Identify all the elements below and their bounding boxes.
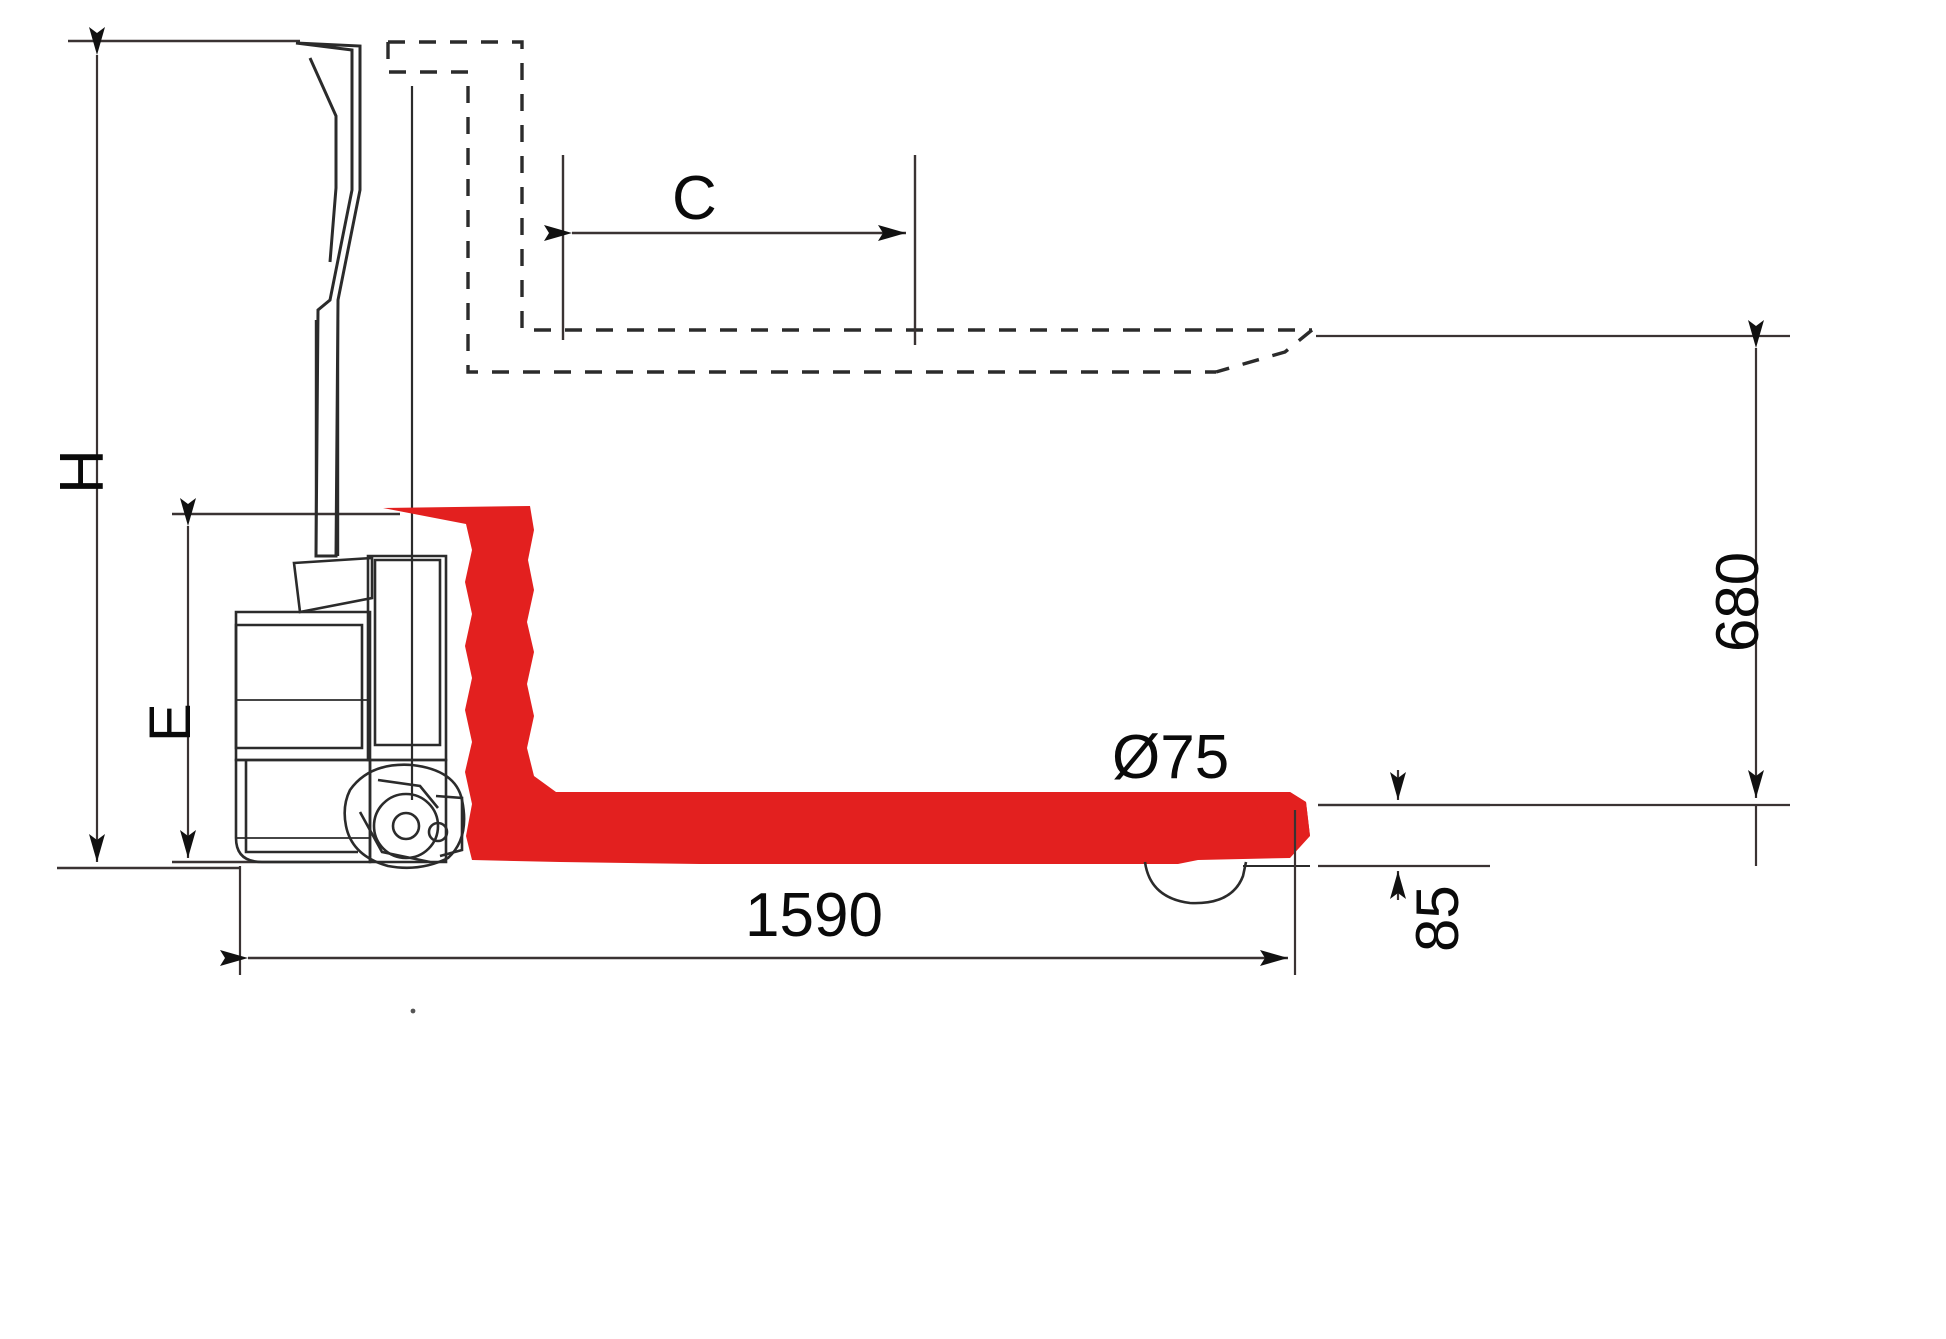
chassis-skirt-line (244, 760, 358, 854)
drive-wheel-assembly (343, 763, 466, 870)
tiller-handle-inner-fold (308, 57, 338, 263)
dim-label-1590: 1590 (745, 881, 883, 950)
drive-wheel-bracket-3 (435, 794, 464, 858)
raised-fork-hidden-outline (386, 40, 1314, 374)
raised-fork-inner-edge (386, 42, 1216, 374)
dimension-1590 (220, 810, 1297, 975)
tiller-pivot-inner (373, 558, 442, 747)
chassis-upper-body-inner (234, 623, 364, 750)
dim-label-wheel-diameter: Ø75 (1112, 723, 1230, 792)
raised-fork-tip (1215, 328, 1314, 374)
tiller-arm (295, 41, 362, 558)
dimension-c (544, 155, 917, 345)
registration-dot (410, 1008, 416, 1014)
chassis-lower-body (234, 758, 372, 864)
dimension-h (57, 27, 300, 870)
drive-wheel-hub (391, 811, 421, 841)
dim-label-e: E (138, 703, 203, 742)
dim-label-c: C (672, 164, 717, 233)
drive-wheel-cover (343, 763, 466, 870)
raised-fork-top-edge (388, 40, 1312, 332)
control-head-cover (292, 556, 374, 614)
dim-label-680: 680 (1704, 551, 1771, 652)
dim-label-85: 85 (1404, 885, 1471, 952)
fork-body (383, 506, 1310, 864)
drive-wheel-pin (427, 821, 449, 843)
dimension-85 (1318, 770, 1758, 900)
load-roller-outline (1143, 861, 1248, 905)
truck-chassis (234, 554, 448, 864)
drive-wheel-bracket-2 (358, 811, 431, 864)
dim-label-h: H (48, 449, 117, 494)
drive-wheel-bracket-1 (377, 778, 440, 809)
load-roller (1143, 861, 1310, 905)
